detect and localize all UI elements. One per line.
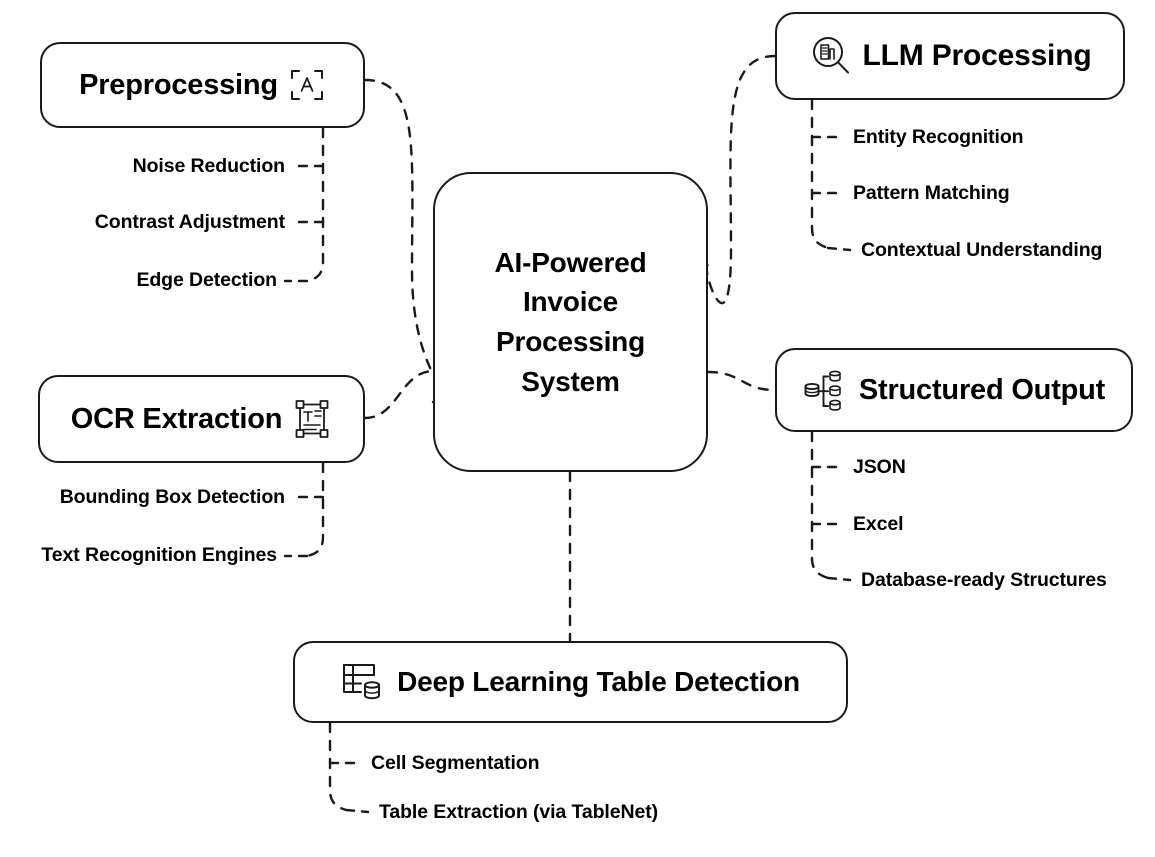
table-detection-label: Deep Learning Table Detection	[397, 666, 800, 697]
leaf-contextual-understanding[interactable]: Contextual Understanding	[861, 239, 1103, 261]
wire-structured-child-2	[826, 576, 852, 582]
leaf-excel[interactable]: Excel	[853, 513, 904, 535]
wire-llm-child-2	[826, 246, 852, 252]
llm-label: LLM Processing	[862, 39, 1092, 72]
wire-ocr-spine	[305, 461, 325, 558]
ocr-label: OCR Extraction	[70, 402, 283, 435]
node-table-detection[interactable]: Deep Learning Table Detection	[293, 641, 848, 723]
node-ocr-extraction[interactable]: OCR Extraction	[38, 375, 365, 463]
table-database-icon	[341, 661, 387, 703]
structured-output-label: Structured Output	[858, 373, 1106, 406]
node-llm-processing[interactable]: LLM Processing	[775, 12, 1125, 100]
leaf-table-extraction[interactable]: Table Extraction (via TableNet)	[379, 801, 658, 823]
leaf-entity-recognition[interactable]: Entity Recognition	[853, 126, 1024, 148]
wire-center-ocr	[363, 369, 435, 420]
leaf-database-ready-structures[interactable]: Database-ready Structures	[861, 569, 1107, 591]
leaf-pattern-matching[interactable]: Pattern Matching	[853, 182, 1010, 204]
leaf-noise-reduction[interactable]: Noise Reduction	[132, 155, 285, 177]
leaf-cell-segmentation[interactable]: Cell Segmentation	[371, 752, 540, 774]
wire-center-structured	[706, 370, 777, 392]
leaf-contrast-adjustment[interactable]: Contrast Adjustment	[94, 211, 285, 233]
center-node-label: AI-Powered Invoice Processing System	[494, 246, 647, 397]
wire-table-spine	[328, 721, 348, 812]
wire-structured-spine	[810, 430, 830, 580]
leaf-edge-detection[interactable]: Edge Detection	[136, 269, 277, 291]
wire-center-llm	[705, 54, 777, 304]
wire-preprocessing-spine	[305, 126, 325, 283]
text-selection-icon	[292, 399, 332, 439]
leaf-json[interactable]: JSON	[853, 456, 906, 478]
text-scan-icon	[288, 66, 326, 104]
node-center-system[interactable]: AI-Powered Invoice Processing System	[433, 172, 708, 472]
wire-table-child-1	[344, 808, 370, 814]
database-branch-icon	[803, 368, 849, 412]
magnifier-document-icon	[809, 34, 853, 78]
wire-llm-spine	[810, 98, 830, 250]
leaf-text-recognition-engines[interactable]: Text Recognition Engines	[41, 544, 277, 566]
leaf-bounding-box-detection[interactable]: Bounding Box Detection	[59, 486, 285, 508]
node-preprocessing[interactable]: Preprocessing	[40, 42, 365, 128]
preprocessing-label: Preprocessing	[79, 68, 278, 101]
node-structured-output[interactable]: Structured Output	[775, 348, 1133, 432]
